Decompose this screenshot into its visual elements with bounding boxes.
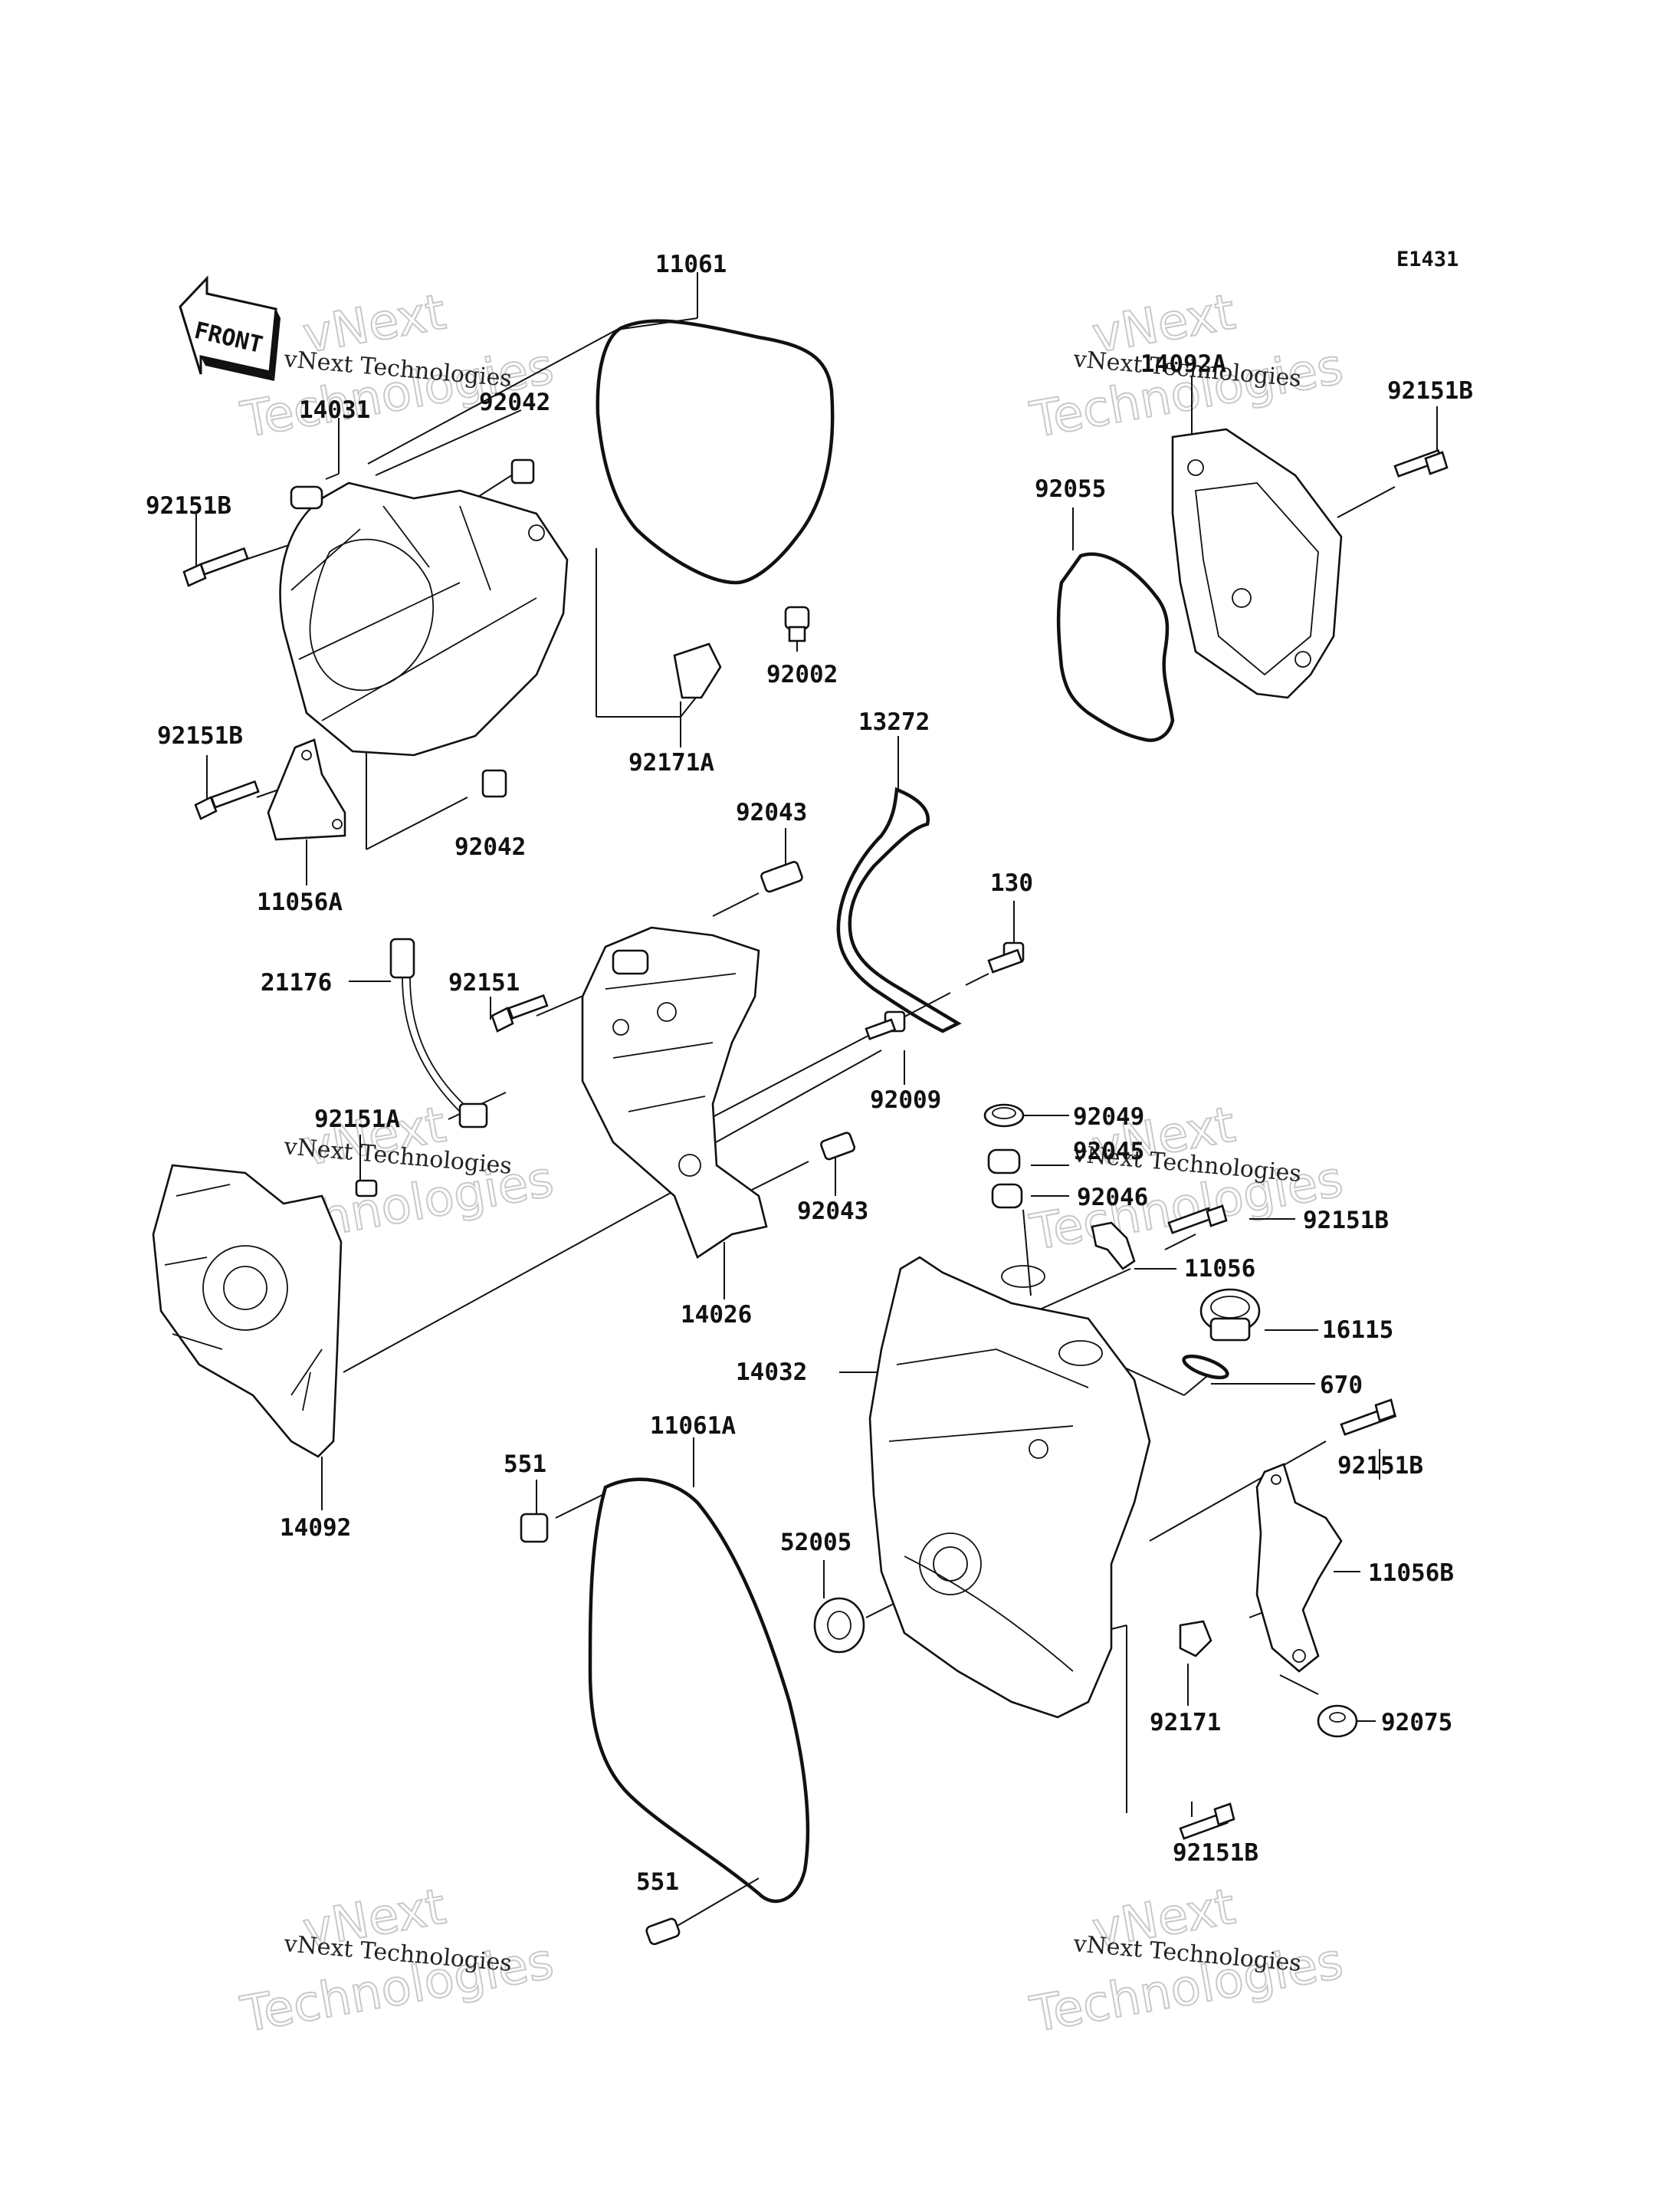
label-92171: 92171 [1150,1709,1221,1736]
gasket-13272 [836,787,962,1033]
bolt-92002 [784,606,810,642]
watermark-bottom-left: vNext Technologies vNext Technologies [236,1877,559,2045]
generator-cover-14031 [279,481,569,757]
label-92151A: 92151A [314,1105,400,1133]
label-551: 551 [636,1868,679,1896]
bolt-92151B-right-top [1393,448,1449,478]
label-16115: 16115 [1322,1316,1393,1344]
label-92009: 92009 [870,1086,941,1114]
bolt-92151B-left-top [182,547,249,587]
gasket-11061 [596,319,835,585]
bearing-92046 [991,1183,1023,1209]
cover-14032 [868,1256,1151,1719]
label-92151B: 92151B [146,492,231,520]
label-92042: 92042 [479,389,550,416]
label-92151B: 92151B [1337,1452,1423,1480]
front-arrow-icon: FRONT [179,275,281,381]
label-92151B: 92151B [1387,377,1473,405]
bolt-92151B-left-mid [194,780,260,820]
label-92043: 92043 [797,1197,868,1225]
bolt-92151A [355,1179,378,1197]
clip-92171 [1179,1620,1212,1657]
dowel-92042-top [510,458,535,485]
part-number-labels: 11061 14031 92042 92151B 92002 92171A 92… [146,251,1473,1896]
label-14026: 14026 [681,1301,752,1329]
cover-14026 [581,926,768,1259]
bolt-92151B-bottom [1179,1802,1235,1840]
gasket-11061A [588,1477,810,1904]
label-11061: 11061 [655,251,727,278]
label-92151B: 92151B [157,722,243,750]
dowel-92043-bottom [820,1132,856,1161]
label-14092: 14092 [280,1514,351,1542]
clip-11056 [1091,1221,1136,1270]
seal-52005 [813,1597,865,1654]
label-92055: 92055 [1035,475,1106,503]
label-92049: 92049 [1073,1103,1144,1131]
label-92075: 92075 [1381,1709,1452,1736]
label-130: 130 [990,869,1033,897]
label-14092A: 14092A [1140,350,1226,378]
wire-21176 [389,938,488,1128]
bracket-11056B [1255,1463,1343,1673]
bolt-92151B-right-mid [1167,1204,1228,1234]
gasket-92055 [1056,552,1175,742]
diagram-code: E1431 [1396,248,1459,271]
label-551: 551 [504,1450,546,1478]
label-92045: 92045 [1073,1138,1144,1165]
label-13272: 13272 [858,708,930,736]
clamp-92171A [673,642,722,699]
bolt-92151B-right-low [1340,1398,1397,1436]
label-11056: 11056 [1184,1255,1255,1283]
label-11061A: 11061A [650,1412,736,1440]
bolt-130 [987,941,1025,974]
bolt-92009 [865,1010,906,1040]
label-21176: 21176 [261,969,332,997]
seal-92049 [983,1103,1025,1128]
dowel-92043-top [760,861,803,893]
dowel-551-bottom [645,1917,681,1946]
label-92043: 92043 [736,799,807,826]
label-92171A: 92171A [628,749,714,777]
cap-16115 [1199,1288,1261,1342]
label-92151B: 92151B [1173,1839,1258,1867]
label-92151: 92151 [448,969,520,997]
bracket-11056A [267,738,346,841]
label-14031: 14031 [299,396,370,424]
label-92042: 92042 [454,833,526,861]
label-11056A: 11056A [257,889,343,916]
bolt-92151 [491,994,549,1033]
label-52005: 52005 [780,1529,851,1556]
o-ring-670 [1182,1354,1229,1380]
dowel-551-top [520,1513,549,1543]
label-670: 670 [1320,1372,1363,1399]
cover-14092 [152,1164,343,1458]
cover-14092A [1171,428,1343,699]
label-11056B: 11056B [1368,1559,1454,1587]
watermark-bottom-right: vNext Technologies vNext Technologies [1025,1877,1348,2045]
bearing-92045 [987,1148,1021,1174]
label-92151B: 92151B [1303,1207,1389,1234]
watermark-top-left: vNext Technologies vNext Technologies [236,283,559,450]
label-14032: 14032 [736,1358,807,1386]
grommet-92075 [1317,1704,1358,1738]
dowel-92042-bottom [481,769,507,798]
label-92002: 92002 [766,661,838,688]
label-92046: 92046 [1077,1184,1148,1211]
